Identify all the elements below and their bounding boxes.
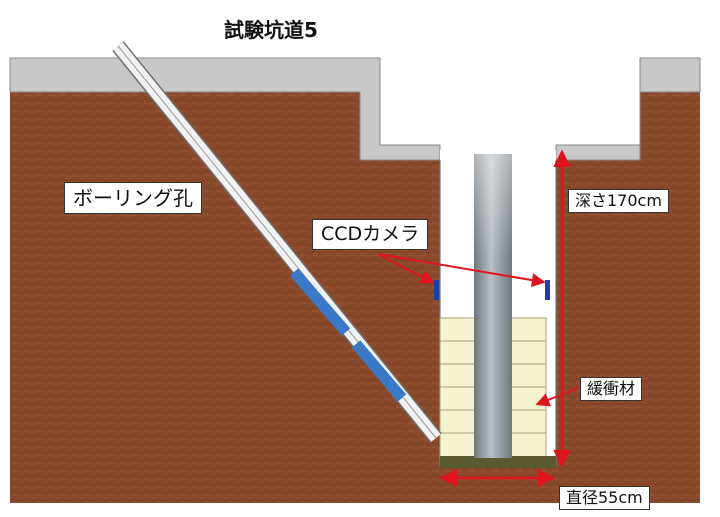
annotations <box>377 149 579 487</box>
camera-label: CCDカメラ <box>312 219 429 250</box>
camera-leader-right <box>377 253 546 288</box>
borehole-label: ボーリング孔 <box>64 182 202 214</box>
diameter-label: 直径55cm <box>559 486 650 510</box>
camera-leader-left <box>377 253 435 284</box>
buffer-label: 緩衝材 <box>580 377 643 401</box>
borehole <box>112 41 442 443</box>
buffer-leader <box>535 387 579 407</box>
central-pipe-highlight <box>474 154 512 458</box>
borehole-probe-upper <box>289 268 351 336</box>
base-plate <box>440 456 556 468</box>
tunnel-title: 試験坑道5 <box>224 18 318 42</box>
borehole-probe-lower <box>351 340 407 402</box>
ccd-camera-right <box>545 280 550 300</box>
ccd-camera-left <box>434 280 439 300</box>
depth-label: 深さ170cm <box>568 189 669 213</box>
